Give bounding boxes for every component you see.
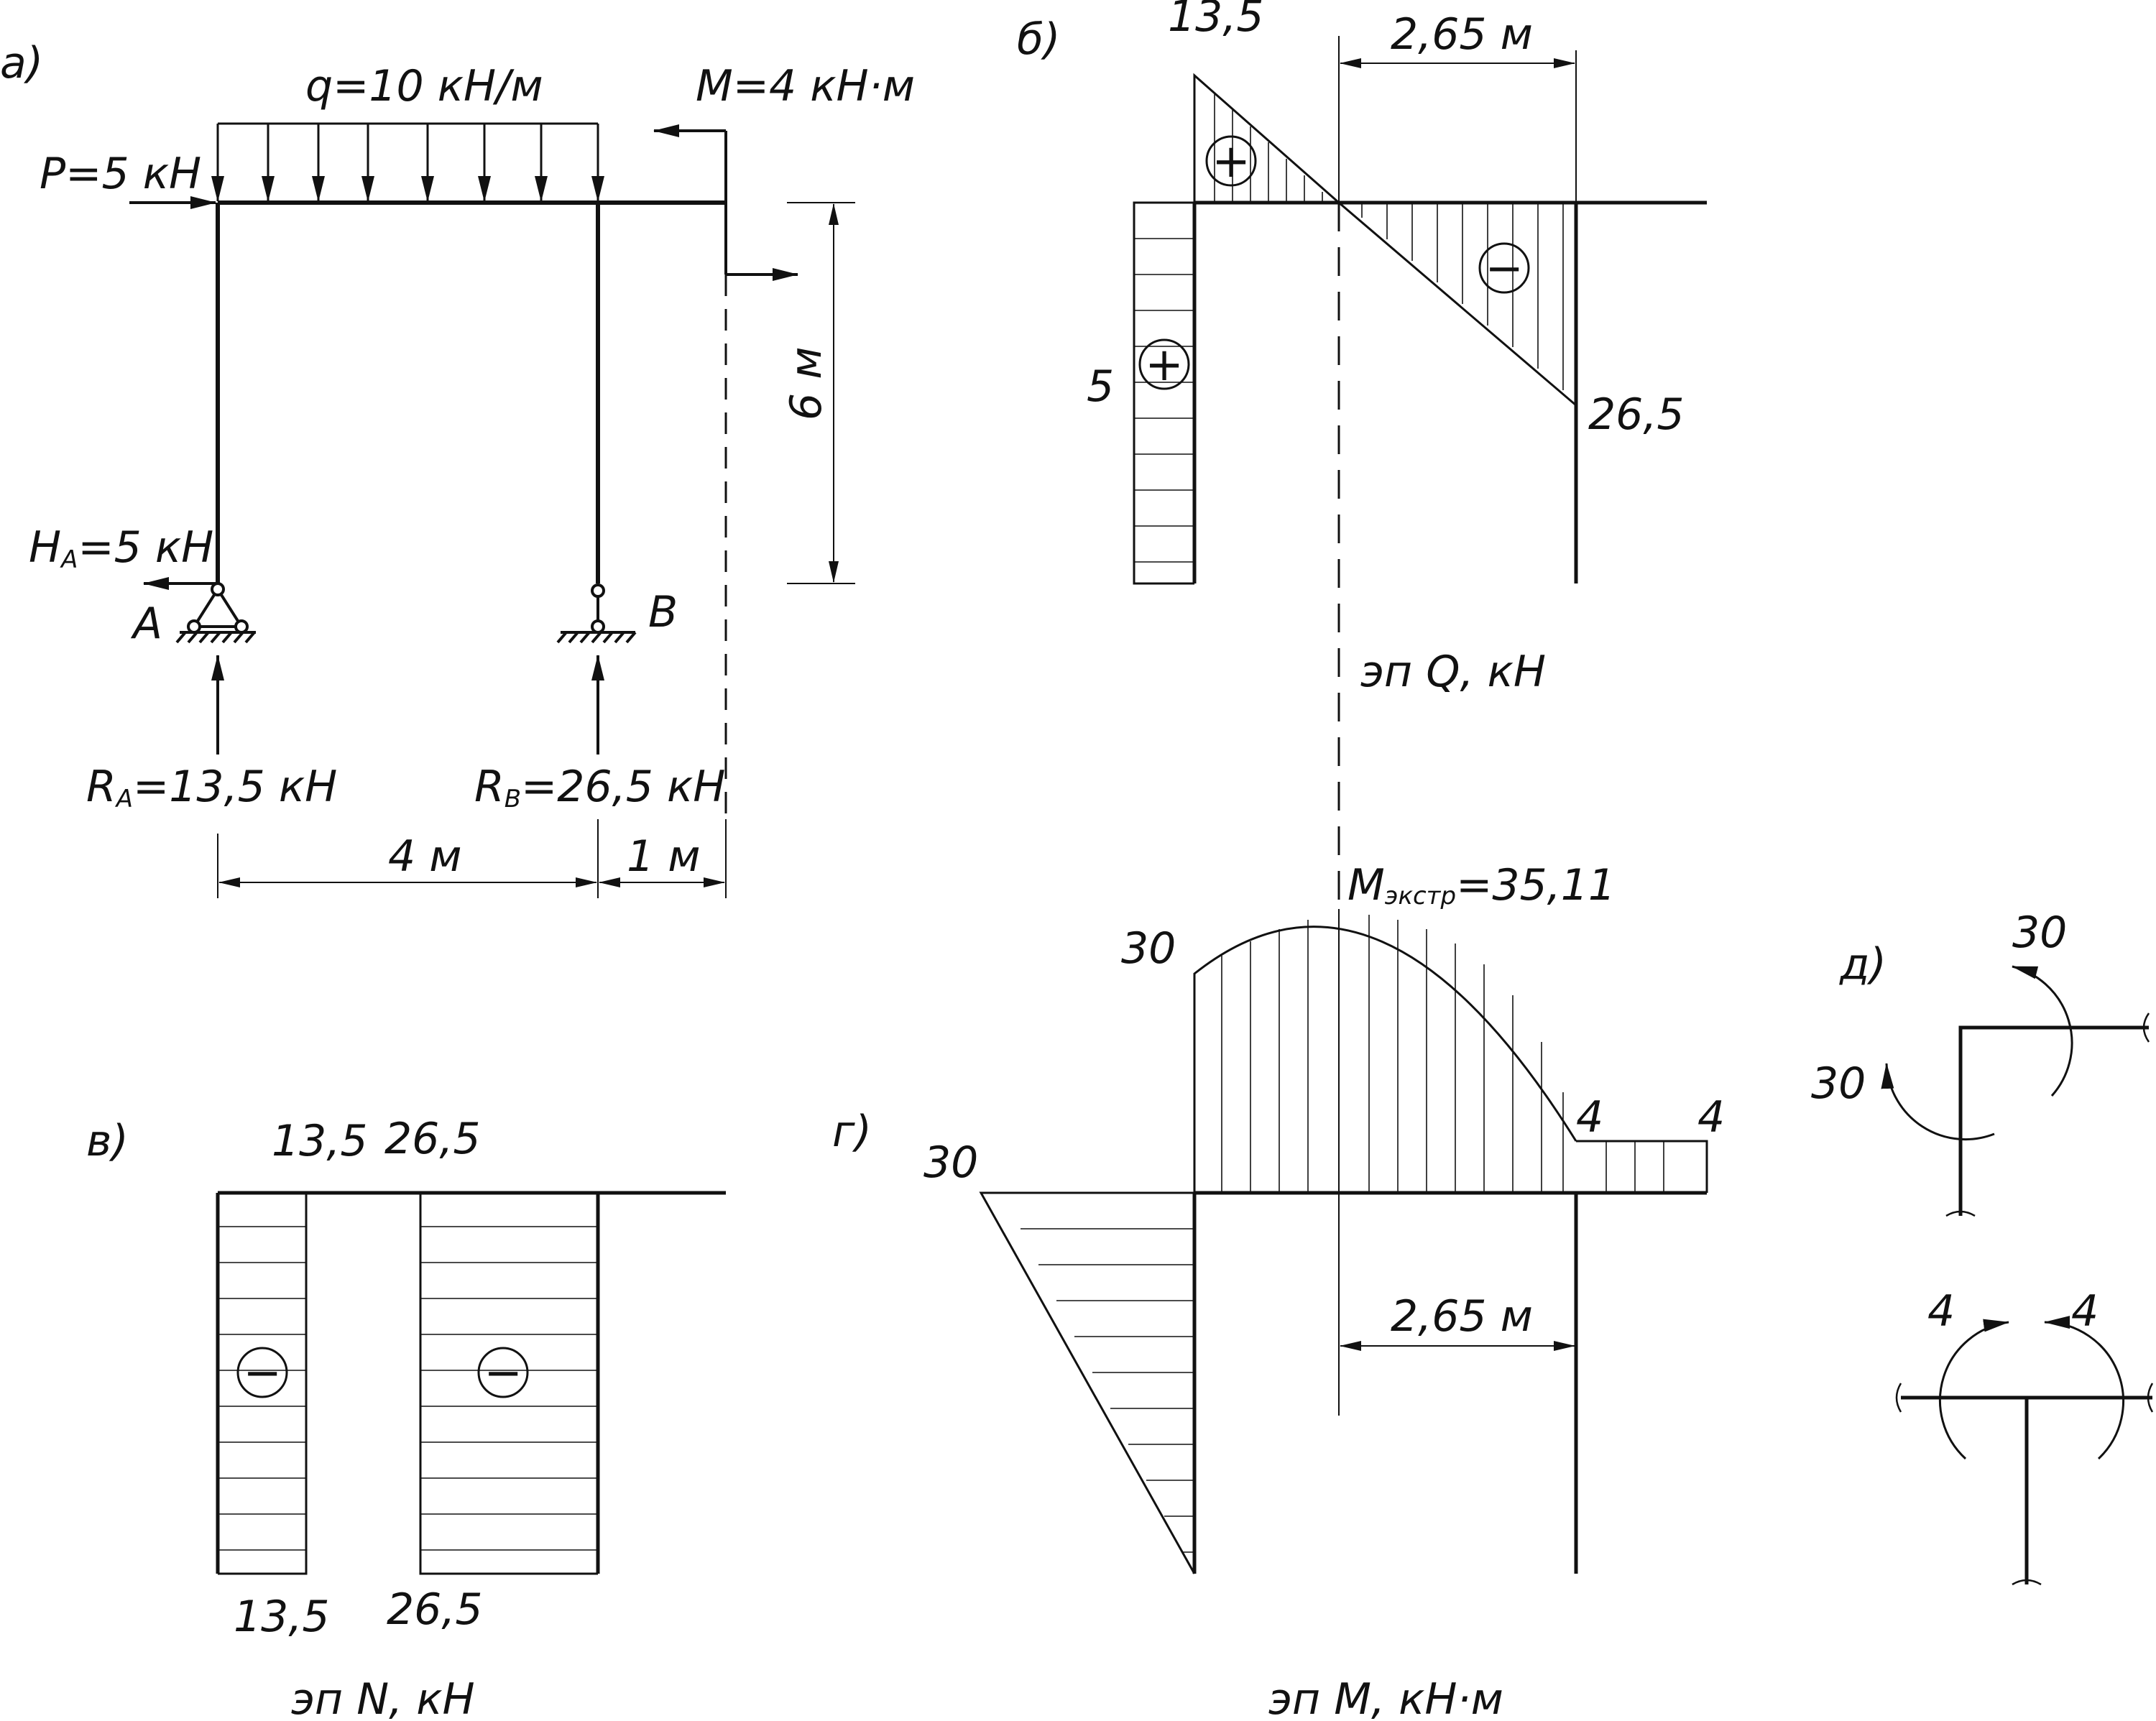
n-right-rect (419, 1191, 598, 1575)
ha-label: HA=5 кН (29, 522, 213, 574)
support-b-label: B (648, 587, 678, 637)
support-b (556, 583, 637, 644)
n-diagram-title: эп N, кН (291, 1674, 475, 1721)
m-dim-label: 2,65 м (1391, 1291, 1533, 1342)
tee-node: 4 4 (1895, 1286, 2154, 1586)
q-plus-sign-1 (1205, 135, 1257, 187)
moment-diagram: г) 2,65 м Mэкстр=35,11 30 30 (832, 860, 1725, 1721)
node-val-4-left: 4 (1927, 1286, 1955, 1337)
n-val-top-left: 13,5 (272, 1116, 368, 1166)
svg-text:−: − (1485, 242, 1524, 295)
q-plus-sign-2 (1138, 338, 1190, 390)
m-parabola (1193, 926, 1577, 1193)
frame-scheme: а) q=10 кН/м M=4 кН·м P=5 кН (0, 38, 915, 898)
span-ab-label: 4 м (388, 831, 462, 882)
svg-text:+: + (1212, 135, 1250, 188)
tee-moment-right-arrow (2044, 1316, 2124, 1460)
q-val-5: 5 (1087, 361, 1114, 412)
svg-text:+: + (1145, 338, 1184, 392)
n-minus-sign-1 (236, 1347, 288, 1398)
n-val-top-right: 26,5 (384, 1114, 481, 1164)
tee-moment-left-arrow (1939, 1319, 2009, 1460)
panel-label-g: г) (832, 1107, 872, 1157)
q-zero-dim: 2,65 м (1391, 9, 1533, 60)
node-check: д) 30 30 4 4 (1811, 908, 2154, 1586)
support-a (175, 582, 256, 644)
m-column-triangle (979, 1191, 1196, 1574)
svg-text:−: − (243, 1347, 282, 1400)
moment-load (653, 124, 798, 281)
force-p-label: P=5 кН (40, 149, 201, 199)
q-minus-sign (1478, 242, 1530, 294)
panel-label-a: а) (0, 38, 43, 88)
normal-diagram: в) − − 13,5 26,5 13,5 26,5 эп N, кН (86, 1114, 726, 1721)
shear-diagram: б) + − + (1017, 0, 1707, 913)
q-load-label: q=10 кН/м (305, 61, 543, 111)
q-hatching (1134, 93, 1564, 563)
q-negative-triangle (1338, 201, 1577, 408)
support-a-label: A (130, 599, 162, 649)
overhang-label: 1 м (627, 831, 701, 882)
m-val-4-b: 4 (1697, 1092, 1725, 1143)
svg-text:−: − (484, 1347, 522, 1400)
corner-node: 30 30 (1811, 908, 2150, 1217)
height-label: 6 м (781, 346, 831, 420)
corner-moment-left-arrow (1881, 1063, 1995, 1141)
panel-label-b: б) (1017, 14, 1060, 65)
n-left-rect (218, 1191, 308, 1575)
node-val-30-left: 30 (1811, 1058, 1866, 1109)
m-hatching (1021, 915, 1664, 1553)
q-val-13-5: 13,5 (1168, 0, 1264, 42)
panel-label-v: в) (86, 1116, 129, 1166)
q-val-26-5: 26,5 (1588, 389, 1685, 440)
m-overhang-rect (1576, 1140, 1708, 1193)
q-positive-triangle (1193, 73, 1340, 204)
corner-moment-top-arrow (2012, 965, 2073, 1097)
panel-label-d: д) (1839, 939, 1886, 989)
q-column-rect (1133, 201, 1194, 585)
n-minus-sign-2 (477, 1347, 529, 1398)
m-val-30-left: 30 (923, 1138, 978, 1188)
distributed-load (211, 122, 604, 202)
m-diagram-title: эп M, кН·м (1268, 1674, 1503, 1721)
ra-label: RA=13,5 кН (86, 762, 337, 813)
node-val-30-top: 30 (2012, 908, 2067, 958)
m-extreme-label: Mэкстр=35,11 (1348, 860, 1616, 910)
dimensions-scheme (217, 202, 855, 898)
q-diagram-title: эп Q, кН (1360, 647, 1546, 697)
node-val-4-right: 4 (2071, 1286, 2099, 1337)
m-val-4-a: 4 (1576, 1092, 1603, 1143)
m-val-30-top: 30 (1121, 923, 1176, 974)
n-hatching (218, 1226, 598, 1551)
n-val-bot-right: 26,5 (387, 1584, 483, 1635)
n-val-bot-left: 13,5 (234, 1592, 330, 1642)
moment-label: M=4 кН·м (696, 61, 915, 111)
rb-label: RB=26,5 кН (474, 762, 725, 813)
